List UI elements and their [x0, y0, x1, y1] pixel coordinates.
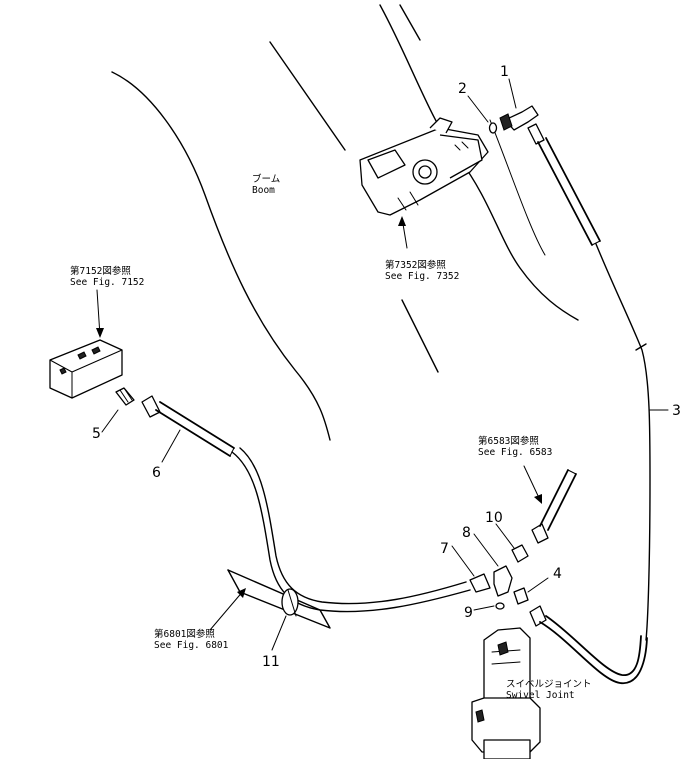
fitting-7: [469, 573, 491, 593]
hose-4-lower: [529, 605, 648, 684]
leader-lines: [96, 78, 669, 651]
callout-6: 6: [152, 465, 161, 481]
label-fig6801-jp: 第6801図参照: [154, 628, 215, 640]
bracket-6801: [227, 569, 331, 629]
callout-9: 9: [464, 605, 473, 621]
hose-6583: [531, 469, 577, 544]
o-ring-2: [488, 122, 498, 134]
callout-2: 2: [458, 81, 467, 97]
label-fig6583-jp: 第6583図参照: [478, 435, 539, 447]
hose-3: [527, 123, 651, 641]
hose-6: [141, 395, 471, 613]
arrow-heads: [96, 216, 542, 598]
label-swivel-en: Swivel Joint: [506, 690, 575, 701]
elbow-fitting-1: [499, 105, 539, 131]
callout-7: 7: [440, 541, 449, 557]
fitting-4: [513, 587, 529, 605]
callout-11: 11: [262, 654, 280, 670]
callout-10: 10: [485, 510, 503, 526]
fitting-5: [115, 387, 135, 406]
callout-1: 1: [500, 64, 509, 80]
label-fig6801-en: See Fig. 6801: [154, 640, 229, 651]
label-fig7152-jp: 第7152図参照: [70, 265, 131, 277]
fitting-10: [511, 544, 529, 563]
callout-3: 3: [672, 403, 681, 419]
callout-4: 4: [553, 566, 562, 582]
label-boom-jp: ブーム: [252, 173, 280, 185]
label-boom-en: Boom: [252, 185, 275, 196]
callout-5: 5: [92, 426, 101, 442]
control-valve-7352: [359, 117, 489, 216]
o-ring-9: [495, 602, 505, 610]
swivel-joint: [471, 627, 541, 759]
valve-block-7152: [49, 339, 123, 399]
label-fig7352-jp: 第7352図参照: [385, 259, 446, 271]
label-fig6583-en: See Fig. 6583: [478, 447, 552, 458]
label-fig7152-en: See Fig. 7152: [70, 277, 144, 288]
label-swivel-jp: スイベルジョイント: [506, 679, 592, 690]
boom-outline: [111, 4, 579, 441]
elbow-8: [493, 565, 513, 597]
callout-8: 8: [462, 525, 471, 541]
label-fig7352-en: See Fig. 7352: [385, 271, 459, 282]
